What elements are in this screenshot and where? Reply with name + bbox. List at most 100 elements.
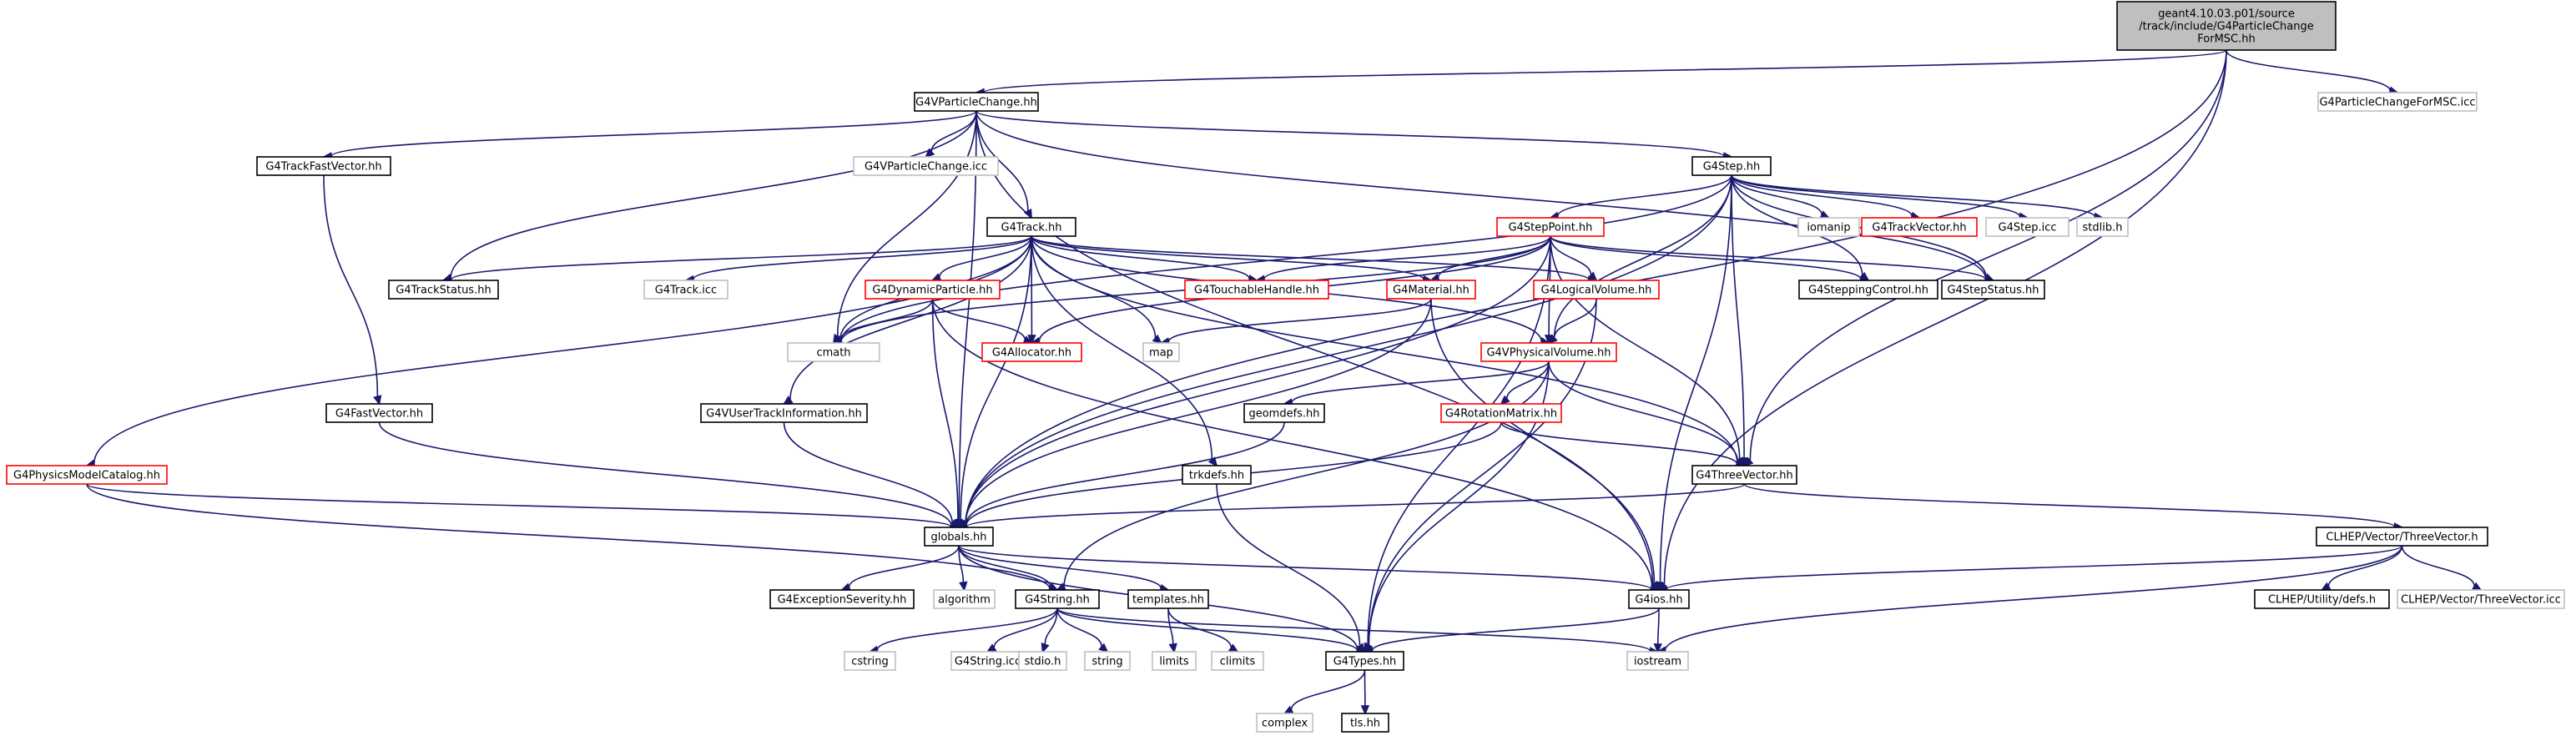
node-iostream[interactable]: iostream [1626,651,1689,671]
node-trackvector[interactable]: G4TrackVector.hh [1861,217,1978,237]
edge-track-to-physmodel [85,235,1032,468]
node-box [1941,280,2045,300]
node-climits[interactable]: climits [1211,651,1264,671]
node-map[interactable]: map [1142,342,1180,362]
edge-g4string-to-stdio [1041,607,1058,653]
node-box [2254,589,2390,609]
node-steppingctl[interactable]: G4SteppingControl.hh [1798,280,1938,300]
node-physmodel[interactable]: G4PhysicsModelCatalog.hh [6,465,168,485]
node-icc_msc[interactable]: G4ParticleChangeForMSC.icc [2317,92,2478,112]
node-geomdefs[interactable]: geomdefs.hh [1243,403,1325,423]
node-clhep_defs[interactable]: CLHEP/Utility/defs.h [2254,589,2390,609]
node-box [1256,713,1313,733]
node-algorithm[interactable]: algorithm [933,589,996,609]
node-label: globals.hh [930,532,986,544]
node-steppoint[interactable]: G4StepPoint.hh [1496,217,1605,237]
node-label: map [1149,347,1173,360]
edge-logvol-to-physvol [1547,298,1597,345]
edges-layer [85,49,2483,715]
node-iomanip[interactable]: iomanip [1797,217,1860,237]
node-label: G4String.hh [1025,594,1090,607]
node-label: G4TrackStatus.hh [396,285,491,297]
node-trackstatus[interactable]: G4TrackStatus.hh [388,280,499,300]
edge-root-to-icc_msc [2226,49,2399,95]
node-label: trkdefs.hh [1189,470,1244,482]
edge-track-to-trackstatus [441,235,1032,285]
node-logvol[interactable]: G4LogicalVolume.hh [1533,280,1660,300]
edge-globals-to-g4string [958,545,1059,591]
node-threevec[interactable]: G4ThreeVector.hh [1691,465,1797,485]
node-globals[interactable]: globals.hh [924,527,994,547]
node-allocator[interactable]: G4Allocator.hh [981,342,1082,362]
node-material[interactable]: G4Material.hh [1386,280,1476,300]
edge-root-to-vpc [975,49,2227,97]
edge-g4string-to-cstring [868,607,1058,654]
edge-globals-to-algorithm [958,545,968,592]
node-g4ios[interactable]: G4ios.hh [1628,589,1690,609]
edge-g4ios-to-iostream [1653,607,1663,653]
node-tls[interactable]: tls.hh [1341,713,1389,733]
node-box [1152,651,1197,671]
node-stdio[interactable]: stdio.h [1018,651,1067,671]
node-dynpart[interactable]: G4DynamicParticle.hh [865,280,1001,300]
node-touchable[interactable]: G4TouchableHandle.hh [1184,280,1329,300]
node-box [2076,217,2129,237]
node-box [1142,342,1180,362]
node-vpc[interactable]: G4VParticleChange.hh [914,92,1039,112]
edge-g4types-to-complex [1283,669,1366,714]
node-complex[interactable]: complex [1256,713,1313,733]
node-box [914,92,1039,112]
node-clhep_tv_icc[interactable]: CLHEP/Vector/ThreeVector.icc [2397,589,2565,609]
node-label: G4StepPoint.hh [1509,222,1593,234]
node-box [1325,651,1404,671]
node-box [787,342,880,362]
node-label: G4Step.icc [1999,222,2057,234]
node-cstring[interactable]: cstring [844,651,896,671]
node-clhep_tv[interactable]: CLHEP/Vector/ThreeVector.h [2316,527,2488,547]
node-root[interactable]: geant4.10.03.p01/source/track/include/G4… [2116,1,2337,51]
node-trkdefs[interactable]: trkdefs.hh [1182,465,1252,485]
node-step[interactable]: G4Step.hh [1691,156,1772,176]
edge-physvol-to-rotmat [1500,360,1550,406]
node-rotmat[interactable]: G4RotationMatrix.hh [1440,403,1562,423]
node-box [853,156,999,176]
node-box [1184,280,1329,300]
edge-track-to-threevec [1031,235,1747,467]
node-trackfastvec[interactable]: G4TrackFastVector.hh [256,156,391,176]
node-uti[interactable]: G4VUserTrackInformation.hh [700,403,868,423]
node-box [924,527,994,547]
node-stdlib[interactable]: stdlib.h [2076,217,2129,237]
node-label: G4Allocator.hh [992,347,1071,360]
node-string[interactable]: string [1084,651,1131,671]
node-fastvec[interactable]: G4FastVector.hh [325,403,433,423]
node-templates[interactable]: templates.hh [1127,589,1209,609]
node-g4string[interactable]: G4String.hh [1015,589,1100,609]
nodes-layer: geant4.10.03.p01/source/track/include/G4… [6,1,2565,733]
node-step_icc[interactable]: G4Step.icc [1985,217,2069,237]
node-box [1480,342,1617,362]
edge-track-to-dynpart [930,235,1032,281]
edge-g4types-to-tls [1360,669,1370,715]
node-vpc_icc[interactable]: G4VParticleChange.icc [853,156,999,176]
node-box [981,342,1082,362]
node-excsev[interactable]: G4ExceptionSeverity.hh [769,589,915,609]
node-box [1797,217,1860,237]
node-label: G4ios.hh [1635,594,1682,607]
node-label: G4ParticleChangeForMSC.icc [2319,97,2475,109]
node-g4types[interactable]: G4Types.hh [1325,651,1404,671]
node-box [2316,527,2488,547]
node-box [1985,217,2069,237]
node-g4string_icc[interactable]: G4String.icc [950,651,1025,671]
node-label: climits [1220,656,1256,668]
node-limits[interactable]: limits [1152,651,1197,671]
node-cmath[interactable]: cmath [787,342,880,362]
node-track[interactable]: G4Track.hh [986,217,1076,237]
node-box [2116,1,2337,51]
edge-globals-to-excsev [840,545,960,592]
node-label: CLHEP/Vector/ThreeVector.icc [2401,594,2561,607]
node-track_icc[interactable]: G4Track.icc [643,280,728,300]
node-label: limits [1159,656,1189,668]
node-stepstatus[interactable]: G4StepStatus.hh [1941,280,2045,300]
node-box [1084,651,1131,671]
node-physvol[interactable]: G4VPhysicalVolume.hh [1480,342,1617,362]
